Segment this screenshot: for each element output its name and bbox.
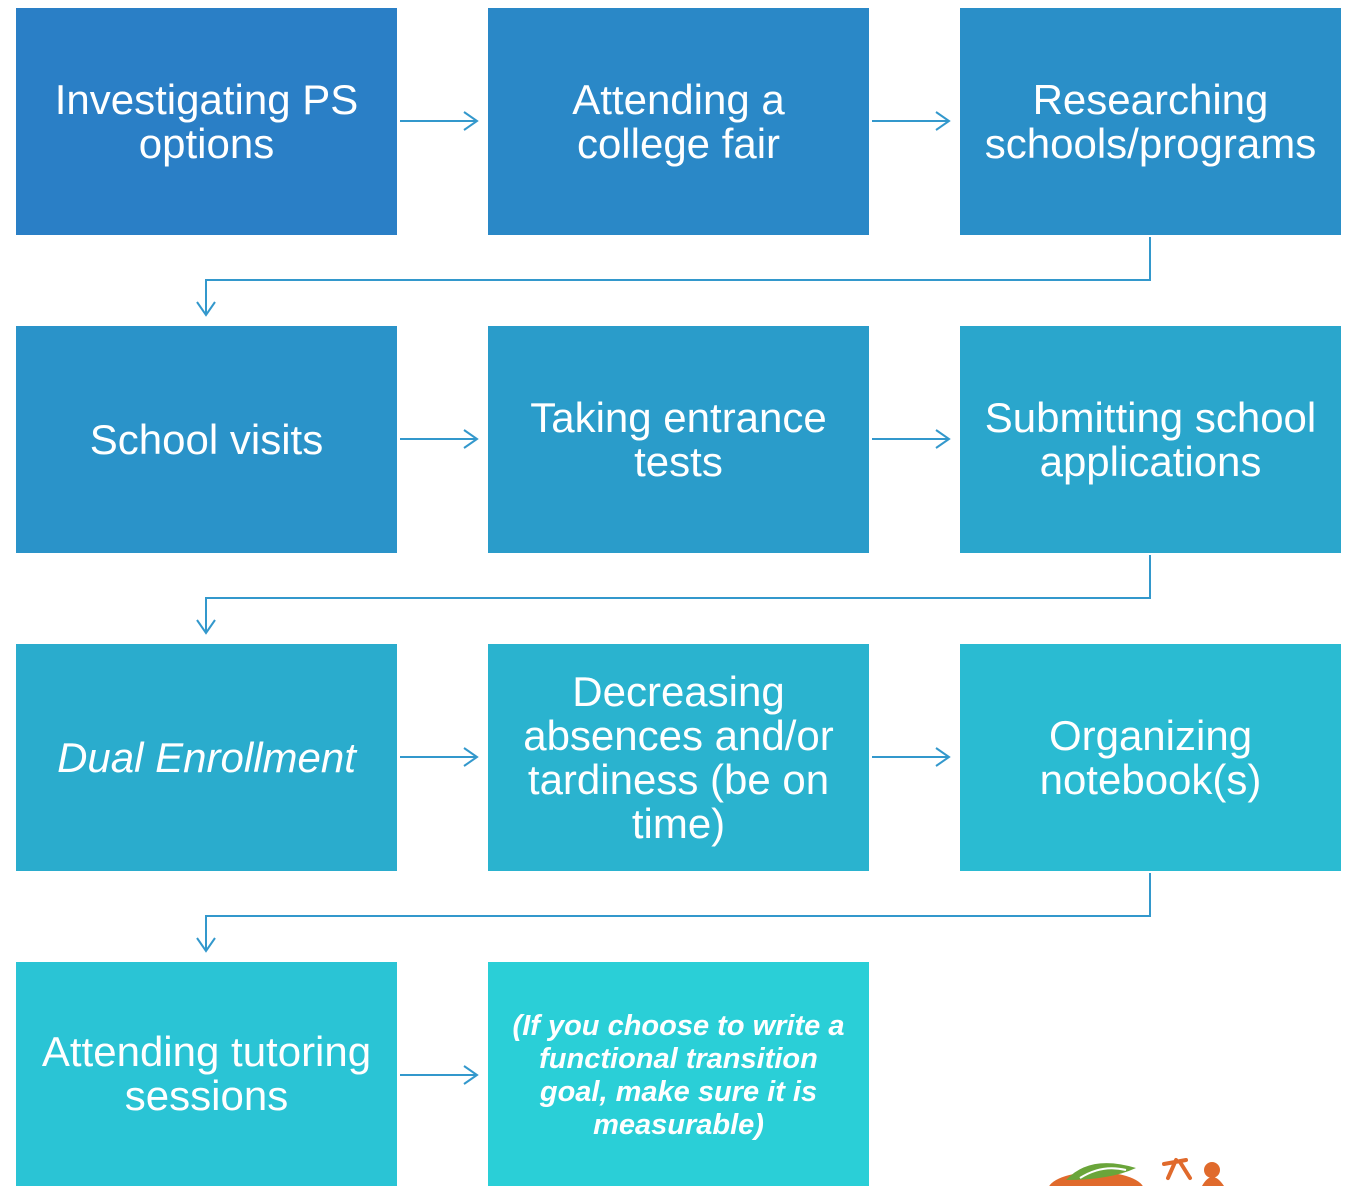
arrow-8-9 bbox=[872, 747, 951, 767]
step-label: Investigating PS options bbox=[54, 75, 359, 167]
step-attending-college-fair: Attending a college fair bbox=[488, 8, 869, 235]
arrow-4-5 bbox=[400, 429, 479, 449]
step-functional-goal-note: (If you choose to write a functional tra… bbox=[488, 962, 869, 1186]
step-label: Attending a college fair bbox=[572, 75, 785, 167]
step-dual-enrollment: Dual Enrollment bbox=[16, 644, 397, 871]
step-label: Decreasing absences and/or tardiness (be… bbox=[523, 667, 834, 847]
step-label: Attending tutoring sessions bbox=[41, 1028, 372, 1119]
wrap-arrow-2 bbox=[196, 555, 1151, 635]
step-label: Taking entrance tests bbox=[530, 393, 827, 485]
step-label: (If you choose to write a functional tra… bbox=[512, 1010, 845, 1141]
step-investigating-ps-options: Investigating PS options bbox=[16, 8, 397, 235]
step-label: School visits bbox=[89, 415, 324, 463]
step-attending-tutoring: Attending tutoring sessions bbox=[16, 962, 397, 1186]
wrap-arrow-3 bbox=[196, 873, 1151, 953]
step-school-visits: School visits bbox=[16, 326, 397, 553]
arrow-7-8 bbox=[400, 747, 479, 767]
arrow-10-11 bbox=[400, 1065, 479, 1085]
arrow-5-6 bbox=[872, 429, 951, 449]
wrap-arrow-1 bbox=[196, 237, 1151, 317]
step-label: Dual Enrollment bbox=[57, 733, 356, 781]
step-decreasing-absences: Decreasing absences and/or tardiness (be… bbox=[488, 644, 869, 871]
step-label: Submitting school applications bbox=[984, 393, 1317, 485]
arrow-1-2 bbox=[400, 111, 479, 131]
fruit-logo-icon bbox=[1049, 1158, 1224, 1186]
step-submitting-applications: Submitting school applications bbox=[960, 326, 1341, 553]
step-taking-entrance-tests: Taking entrance tests bbox=[488, 326, 869, 553]
step-label: Researching schools/programs bbox=[984, 75, 1317, 167]
arrow-2-3 bbox=[872, 111, 951, 131]
step-organizing-notebooks: Organizing notebook(s) bbox=[960, 644, 1341, 871]
step-researching-schools: Researching schools/programs bbox=[960, 8, 1341, 235]
step-label: Organizing notebook(s) bbox=[1039, 711, 1262, 803]
